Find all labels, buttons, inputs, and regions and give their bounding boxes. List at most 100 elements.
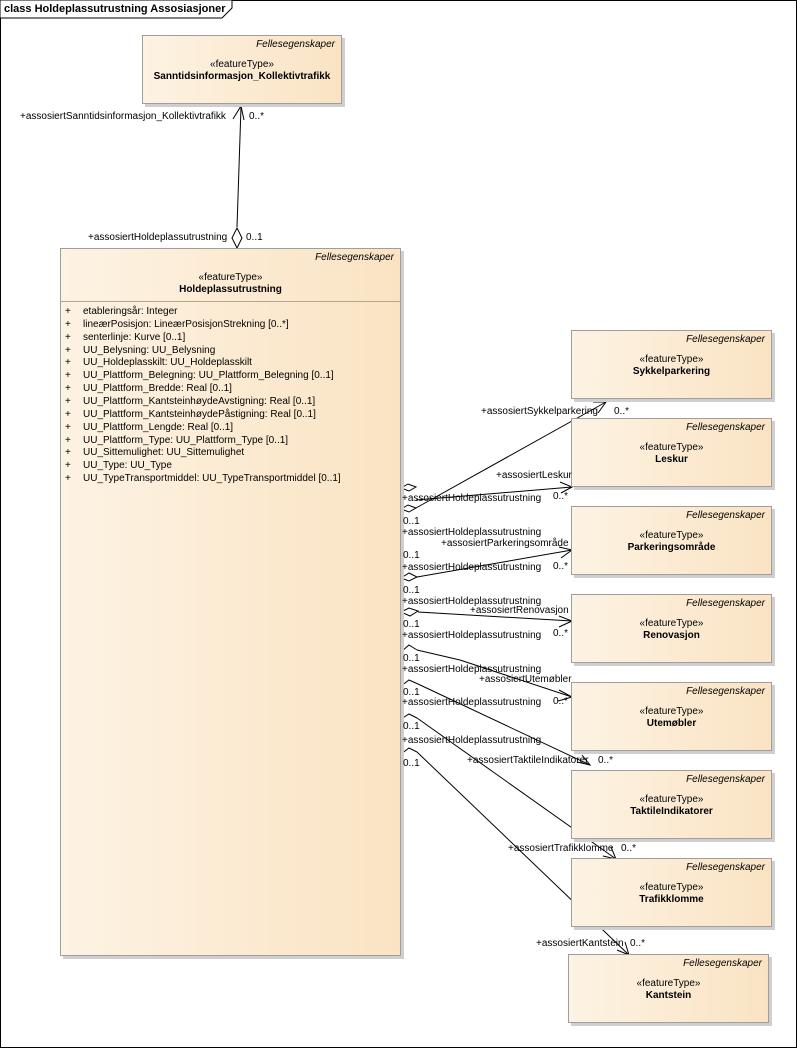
attribute-row: +lineærPosisjon: LineærPosisjonStrekning…: [65, 319, 289, 331]
package-label: Fellesegenskaper: [686, 774, 765, 785]
class-name: Trafikklomme: [639, 894, 704, 905]
class-sanntidsinformasjon[interactable]: Fellesegenskaper «featureType» Sanntidsi…: [142, 35, 342, 104]
visibility-marker: +: [65, 331, 71, 343]
aggregation-diamond-utemobler: [400, 644, 418, 653]
attribute-row: +UU_Belysning: UU_Belysning: [65, 345, 215, 357]
package-label: Fellesegenskaper: [686, 686, 765, 697]
package-label: Fellesegenskaper: [686, 422, 765, 433]
class-name: Renovasjon: [643, 630, 700, 641]
frame-title: class Holdeplassutrustning Assosiasjoner: [4, 3, 226, 15]
attribute-row: +UU_Plattform_KantsteinhøydePåstigning: …: [65, 409, 316, 421]
class-parkeringsomrade[interactable]: Fellesegenskaper «featureType» Parkering…: [571, 506, 772, 575]
role-label-utemobler-hp2: +assosiertHoldeplassutrustning: [402, 697, 542, 708]
assoc-line-leskur: [415, 486, 573, 501]
role-label-taktile: +assosiertTaktileIndikatorer: [467, 755, 589, 766]
multiplicity-hp-4: 0..1: [403, 619, 420, 630]
attribute-row: + UU_Holdeplasskilt: UU_Holdeplasskilt: [65, 357, 252, 369]
class-kantstein[interactable]: Fellesegenskaper «featureType» Kantstein: [568, 954, 769, 1023]
multiplicity-hp-5: 0..1: [403, 653, 420, 664]
package-label: Fellesegenskaper: [686, 510, 765, 521]
multiplicity-hp-6: 0..1: [403, 687, 420, 698]
attribute-row: +UU_Sittemulighet: UU_Sittemulighet: [65, 447, 244, 459]
class-leskur[interactable]: Fellesegenskaper «featureType» Leskur: [571, 418, 772, 487]
multiplicity-hp-3: 0..1: [403, 585, 420, 596]
class-trafikklomme[interactable]: Fellesegenskaper «featureType» Trafikklo…: [571, 858, 772, 927]
attribute-text: etableringsår: Integer: [83, 306, 178, 317]
class-holdeplassutrustning[interactable]: Fellesegenskaper «featureType» Holdeplas…: [60, 248, 401, 956]
role-label-utemobler-hp: +assosiertHoldeplassutrustning: [402, 664, 542, 675]
aggregation-diamond-kantstein: [400, 747, 418, 755]
package-label: Fellesegenskaper: [686, 598, 765, 609]
stereotype-label: «featureType»: [639, 706, 704, 717]
multiplicity-leskur: 0..*: [553, 491, 569, 502]
stereotype-label: «featureType»: [198, 272, 263, 283]
stereotype-label: «featureType»: [636, 978, 701, 989]
class-taktileindikatorer[interactable]: Fellesegenskaper «featureType» TaktileIn…: [571, 770, 772, 839]
multiplicity-parkering: 0..*: [553, 561, 569, 572]
class-utemobler[interactable]: Fellesegenskaper «featureType» Utemøbler: [571, 682, 772, 751]
attribute-text: UU_TypeTransportmiddel: UU_TypeTransport…: [83, 473, 341, 485]
class-name: Holdeplassutrustning: [179, 284, 282, 295]
attribute-text: UU_Plattform_KantsteinhøydePåstigning: R…: [83, 408, 316, 420]
arrow-head-sanntid: [232, 104, 245, 121]
multiplicity-sanntid: 0..*: [249, 111, 265, 122]
attribute-row: +UU_Plattform_Type: UU_Plattform_Type [0…: [65, 435, 288, 447]
aggregation-diamond-parkering: [399, 572, 419, 582]
role-label-parkering: +assosiertParkeringsområde: [441, 538, 569, 549]
aggregation-diamond-renovasjon: [399, 607, 420, 617]
role-label-trafikklomme: +assosiertTrafikklomme: [508, 843, 614, 854]
class-sykkelparkering[interactable]: Fellesegenskaper «featureType» Sykkelpar…: [571, 330, 772, 399]
attribute-row: + senterlinje: Kurve [0..1]: [65, 332, 185, 344]
role-label-holdeplass-top: +assosiertHoldeplassutrustning: [88, 232, 228, 243]
attribute-row: + etableringsår: Integer: [65, 306, 178, 318]
visibility-marker: +: [65, 318, 71, 330]
package-label: Fellesegenskaper: [315, 252, 394, 263]
attribute-text: UU_Holdeplasskilt: UU_Holdeplasskilt: [83, 357, 252, 369]
class-name: Parkeringsområde: [627, 542, 716, 553]
assoc-line-parkering: [416, 549, 573, 578]
stereotype-label: «featureType»: [639, 882, 704, 893]
attribute-text: senterlinje: Kurve [0..1]: [83, 331, 186, 343]
visibility-marker: +: [65, 383, 71, 395]
role-label-taktile-hp: +assosiertHoldeplassutrustning: [402, 735, 542, 746]
class-renovasjon[interactable]: Fellesegenskaper «featureType» Renovasjo…: [571, 594, 772, 663]
role-label-utemobler: +assosiertUtemøbler: [479, 674, 572, 685]
aggregation-diamond-top: [231, 226, 243, 250]
role-label-leskur-hp: +assosiertHoldeplassutrustning: [402, 493, 542, 504]
visibility-marker: +: [65, 473, 71, 485]
multiplicity-hp-2: 0..1: [403, 550, 420, 561]
attribute-row: + UU_Plattform_KantsteinhøydeAvstigning: …: [65, 396, 315, 408]
multiplicity-kantstein: 0..*: [630, 938, 646, 949]
stereotype-label: «featureType»: [639, 530, 704, 541]
visibility-marker: +: [65, 395, 71, 407]
assoc-line-taktile: [417, 683, 591, 766]
aggregation-diamond-trafikklomme: [400, 713, 418, 720]
visibility-marker: +: [65, 370, 71, 382]
visibility-marker: +: [65, 357, 71, 369]
package-label: Fellesegenskaper: [686, 862, 765, 873]
attribute-text: UU_Sittemulighet: UU_Sittemulighet: [83, 447, 245, 459]
role-label-parkering-hp2: +assosiertHoldeplassutrustning: [402, 562, 542, 573]
visibility-marker: +: [65, 306, 71, 317]
role-label-renovasjon: +assosiertRenovasjon: [470, 605, 569, 616]
class-name: Kantstein: [645, 990, 692, 1001]
attribute-text: UU_Plattform_Belegning: UU_Plattform_Bel…: [83, 370, 334, 382]
role-label-renovasjon-hp: +assosiertHoldeplassutrustning: [402, 596, 542, 607]
assoc-line-sanntid: [236, 106, 242, 228]
stereotype-label: «featureType»: [210, 59, 274, 70]
multiplicity-hp-1: 0..1: [403, 516, 420, 527]
multiplicity-hp-8: 0..1: [403, 758, 420, 769]
assoc-line-renovasjon: [417, 611, 573, 622]
role-label-sanntid: +assosiertSanntidsinformasjon_Kollektivt…: [20, 111, 226, 122]
attribute-text: UU_Belysning: UU_Belysning: [83, 344, 216, 356]
role-label-sykkel: +assosiertSykkelparkering: [481, 406, 598, 417]
visibility-marker: +: [65, 434, 71, 446]
multiplicity-trafikklomme: 0..*: [621, 843, 637, 854]
package-label: Fellesegenskaper: [256, 39, 335, 50]
arrow-head-taktile: [576, 754, 592, 766]
stereotype-label: «featureType»: [639, 442, 704, 453]
multiplicity-hp-7: 0..1: [403, 721, 420, 732]
attribute-text: UU_Plattform_KantsteinhøydeAvstigning: R…: [83, 395, 316, 407]
visibility-marker: +: [65, 421, 71, 433]
attribute-text: UU_Type: UU_Type: [83, 460, 172, 472]
